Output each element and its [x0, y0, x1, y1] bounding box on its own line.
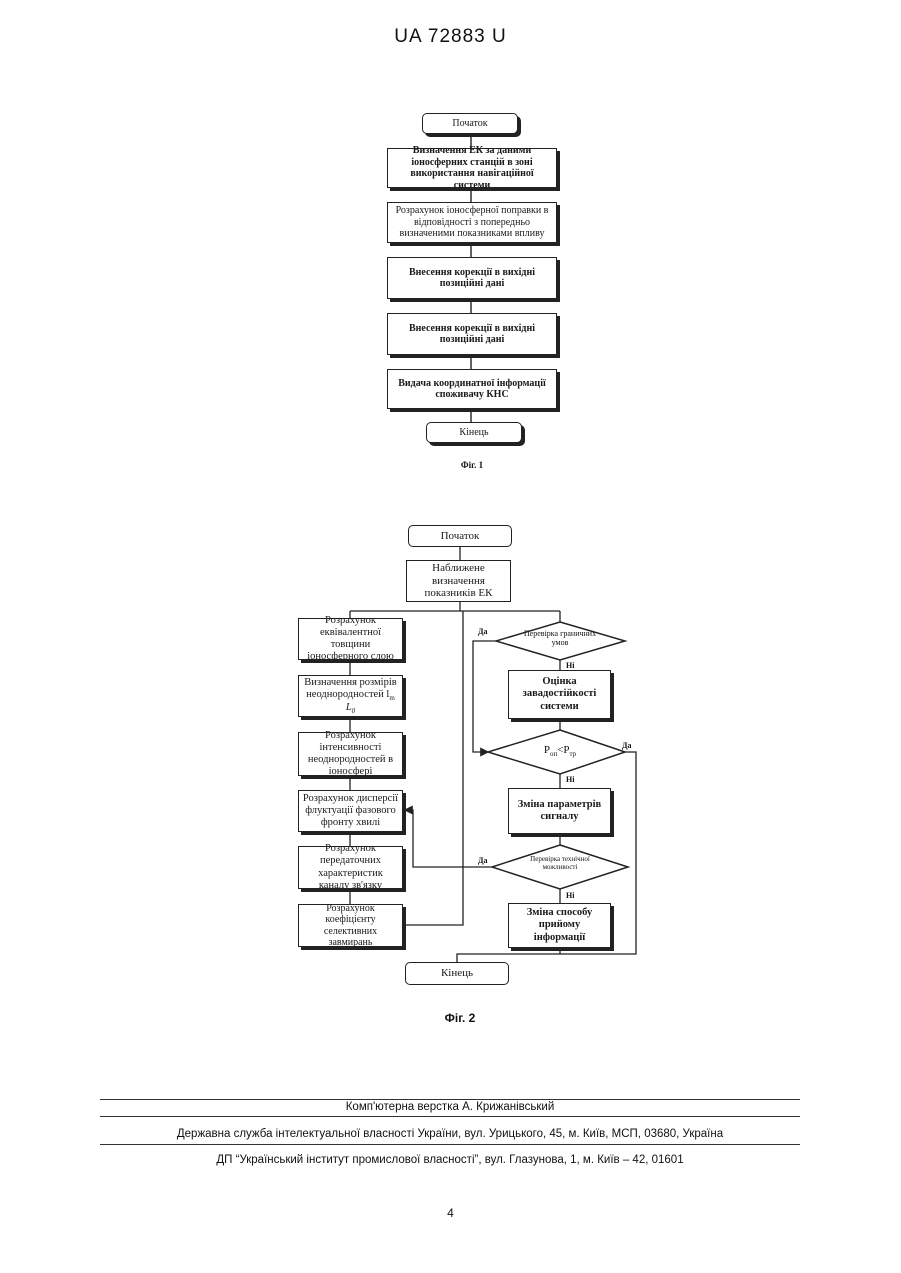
fig2-label-no-1: Ні: [566, 661, 574, 670]
fig2-dec-boundary-text: Перевірка граничних умов: [515, 630, 605, 648]
footer-institute: ДП “Український інститут промислової вла…: [100, 1154, 800, 1166]
footer-layout-credit: Комп'ютерна верстка А. Крижанівський: [100, 1101, 800, 1113]
fig2-assess-noise-immunity: Оцінка завадостійкості системи: [508, 670, 611, 719]
fig2-left-dispersion: Розрахунок дисперсії флуктуації фазового…: [298, 790, 403, 832]
fig2-approx-ec: Наближене визначення показників ЕК: [406, 560, 511, 602]
footer-rule-3: [100, 1144, 800, 1145]
fig2-left-transfer: Розрахунок передаточних характеристик ка…: [298, 846, 403, 889]
fig2-label-yes-3: Да: [478, 856, 488, 865]
fig2-label-yes-2: Да: [622, 741, 632, 750]
fig2-dec-probability-text: Pоп<Pтр: [515, 744, 605, 759]
fig2-left2-line3: L0: [346, 702, 355, 715]
fig2-label-yes-1: Да: [478, 627, 488, 636]
fig2-caption: Фіг. 2: [410, 1011, 510, 1025]
fig2-change-reception-method: Зміна способу прийому інформації: [508, 903, 611, 948]
fig2-left-inhomogeneity-sizes: Визначення розмірів неоднородностей lm L…: [298, 675, 403, 717]
fig2-end: Кінець: [405, 962, 509, 985]
fig2-label-no-2: Ні: [566, 775, 574, 784]
fig2-start: Початок: [408, 525, 512, 547]
page-number: 4: [0, 1206, 901, 1220]
fig2-left2-line1: Визначення розмірів: [304, 677, 396, 689]
footer-agency: Державна служба інтелектуальної власност…: [100, 1128, 800, 1140]
fig2-left2-line2: неоднородностей lm: [306, 689, 395, 702]
fig2-left-selective-fading: Розрахунок коефіцієнту селективних завми…: [298, 904, 403, 947]
fig2-left-equivalent-thickness: Розрахунок еквівалентної товщини іоносфе…: [298, 618, 403, 660]
fig2-left-intensity: Розрахунок інтенсивності неоднородностей…: [298, 732, 403, 776]
footer-rule-2: [100, 1116, 800, 1117]
footer-rule-1: [100, 1099, 800, 1100]
fig2-change-signal-params: Зміна параметрів сигналу: [508, 788, 611, 834]
fig2-label-no-3: Ні: [566, 891, 574, 900]
fig2-dec-technical-text: Перевірка технічної можливості: [520, 856, 600, 871]
